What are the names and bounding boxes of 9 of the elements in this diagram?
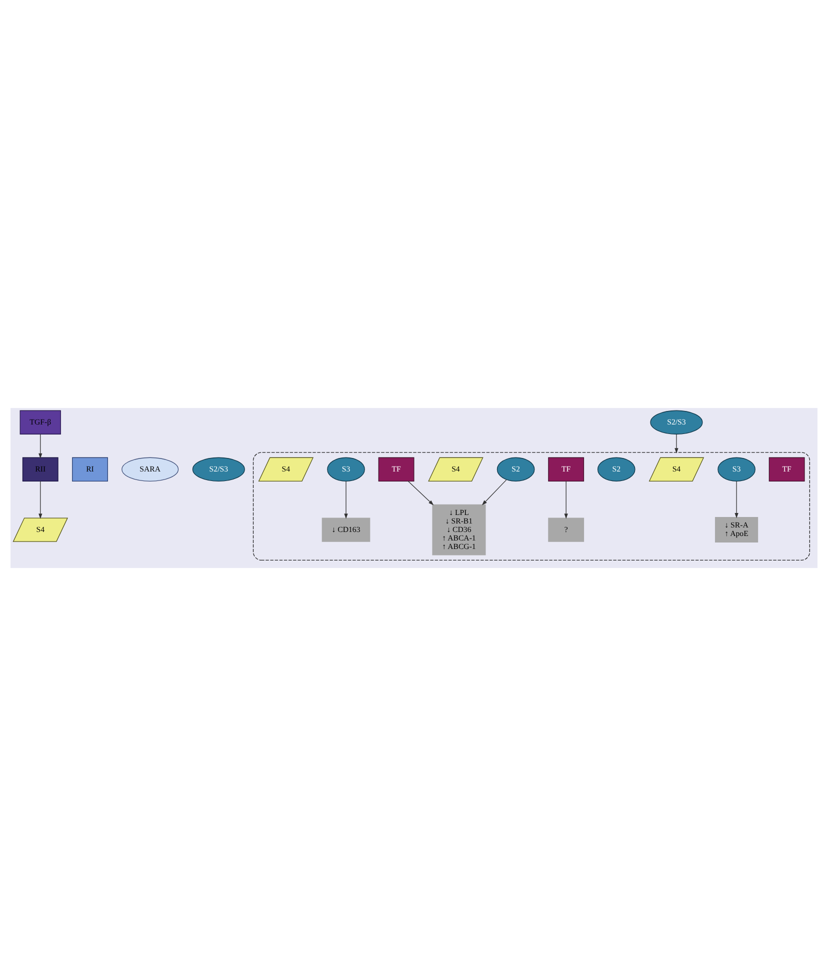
arrow bbox=[482, 478, 507, 505]
arrow bbox=[734, 480, 738, 518]
arrow bbox=[38, 480, 42, 518]
arrow bbox=[564, 480, 568, 518]
arrow bbox=[38, 434, 42, 458]
arrow bbox=[408, 480, 434, 505]
arrow bbox=[674, 434, 678, 453]
arrow bbox=[344, 480, 348, 518]
cluster bbox=[252, 452, 810, 560]
